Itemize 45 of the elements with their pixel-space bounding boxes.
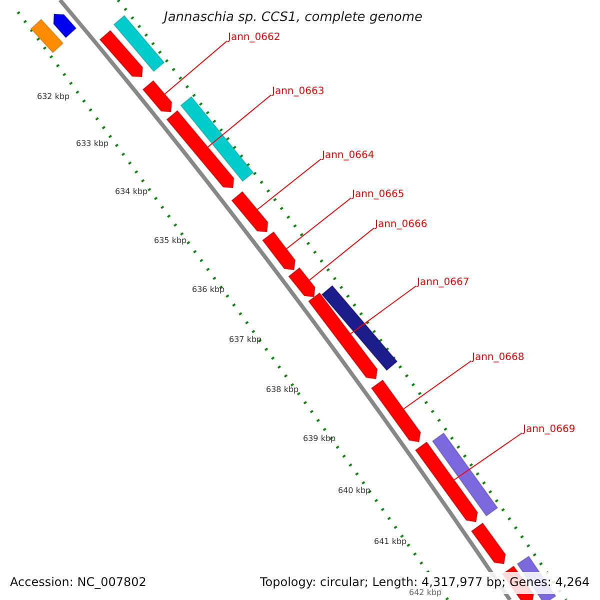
scale-label: 642 kbp xyxy=(409,589,442,597)
accession-text: Accession: NC_007802 xyxy=(10,576,146,588)
gene-label: Jann_0663 xyxy=(272,87,324,97)
gene-block xyxy=(470,522,506,565)
scale-label: 636 kbp xyxy=(192,286,225,294)
gene-label: Jann_0662 xyxy=(228,33,280,43)
scale-label: 638 kbp xyxy=(266,386,299,394)
scale-label: 635 kbp xyxy=(154,237,187,245)
gene-label: Jann_0665 xyxy=(352,190,404,200)
scale-label: 633 kbp xyxy=(76,140,109,148)
leader-line xyxy=(164,40,228,94)
genome-info-text: Topology: circular; Length: 4,317,977 bp; Genes: 4,264 xyxy=(260,576,590,588)
gene-block xyxy=(30,18,64,54)
gene-label: Jann_0668 xyxy=(472,353,524,363)
scale-label: 637 kbp xyxy=(229,336,262,344)
leader-line xyxy=(256,158,322,210)
gene-block xyxy=(321,284,398,372)
gene-block xyxy=(180,96,254,182)
gene-label: Jann_0669 xyxy=(523,425,576,435)
scale-label: 632 kbp xyxy=(37,93,70,101)
gene-block xyxy=(370,379,422,443)
gene-block xyxy=(262,231,296,271)
gene-block xyxy=(414,441,478,523)
gene-block xyxy=(99,30,144,78)
gene-block xyxy=(230,190,268,233)
gene-label: Jann_0666 xyxy=(375,220,428,230)
gene-label: Jann_0667 xyxy=(417,278,470,288)
gene-block xyxy=(53,13,77,38)
leader-line xyxy=(403,360,472,410)
gene-label: Jann_0664 xyxy=(322,151,374,161)
gene-block xyxy=(432,432,498,517)
leader-line xyxy=(286,198,352,250)
leader-line xyxy=(207,94,272,148)
leader-line xyxy=(308,228,374,281)
scale-label: 640 kbp xyxy=(338,487,371,495)
gene-block xyxy=(142,80,172,113)
leader-line xyxy=(350,286,416,334)
gene-block xyxy=(308,292,378,380)
map-title: Jannaschia sp. CCS1, complete genome xyxy=(164,11,423,24)
scale-label: 639 kbp xyxy=(303,435,336,443)
gene-block xyxy=(166,110,234,189)
scale-label: 634 kbp xyxy=(115,188,148,196)
leader-line xyxy=(454,432,522,480)
scale-label: 641 kbp xyxy=(374,538,407,546)
gene-block xyxy=(288,266,316,298)
